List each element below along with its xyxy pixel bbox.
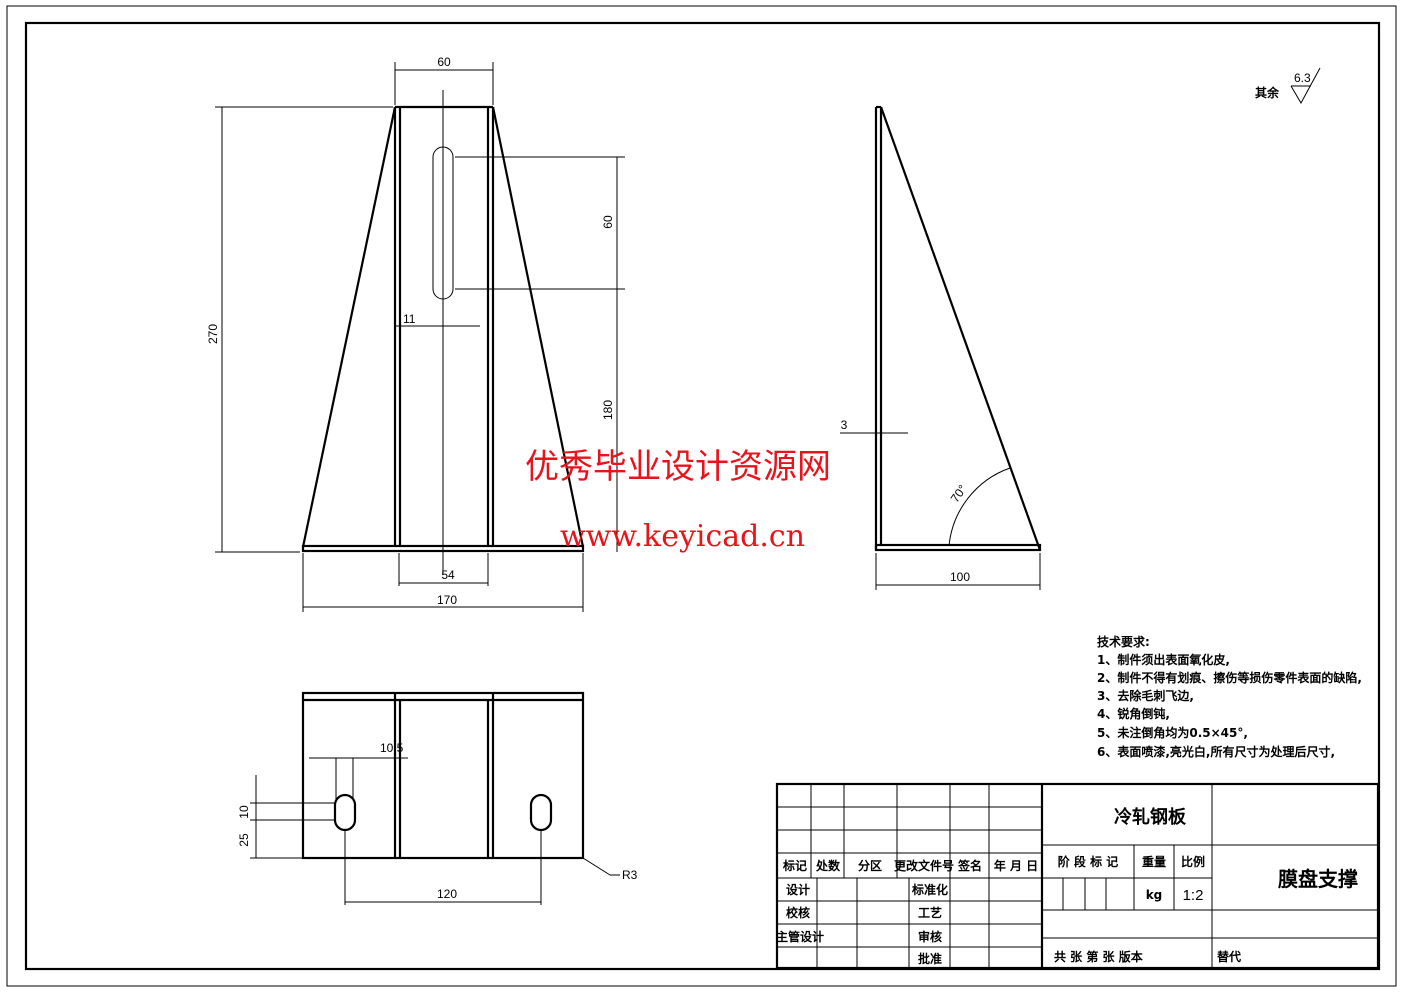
dim-slot-offset: 25: [237, 833, 251, 847]
svg-text:2、制件不得有划痕、擦伤等损伤零件表面的缺陷,: 2、制件不得有划痕、擦伤等损伤零件表面的缺陷,: [1097, 670, 1362, 685]
svg-text:1、制件须出表面氧化皮,: 1、制件须出表面氧化皮,: [1097, 652, 1230, 667]
roughness-symbol: 其余 6.3: [1255, 67, 1321, 105]
drawing-frame: [24, 21, 1381, 971]
dim-slot-spacing: 120: [437, 887, 457, 901]
svg-text:签名: 签名: [957, 858, 982, 873]
front-view: 60 270 60 180 11 54 170: [206, 55, 625, 612]
svg-text:5、未注倒角均为0.5×45°,: 5、未注倒角均为0.5×45°,: [1097, 725, 1248, 740]
dim-slot-width: 11: [403, 312, 416, 326]
dim-height: 270: [206, 324, 220, 344]
bottom-view: 10.5 10 25 120 R3: [237, 691, 638, 905]
svg-text:3、去除毛刺飞边,: 3、去除毛刺飞边,: [1097, 688, 1194, 703]
part-name: 膜盘支撑: [1277, 867, 1358, 891]
title-block: 标记 处数 分区 更改文件号 签名 年 月 日 设计 校核 主管设计 标准化 工…: [775, 782, 1380, 970]
svg-text:标记: 标记: [782, 858, 807, 873]
dim-top-width: 60: [437, 55, 451, 69]
svg-text:处数: 处数: [815, 858, 841, 873]
dim-slot-length: 60: [601, 215, 615, 229]
svg-text:重量: 重量: [1142, 854, 1166, 869]
slot-left: [333, 793, 357, 832]
slot: [432, 146, 454, 300]
svg-text:年 月 日: 年 月 日: [994, 858, 1038, 873]
svg-text:其余: 其余: [1255, 85, 1280, 100]
svg-text:分区: 分区: [858, 858, 882, 873]
svg-text:6.3: 6.3: [1294, 71, 1311, 85]
dim-base-length: 100: [950, 570, 970, 584]
svg-text:阶 段 标 记: 阶 段 标 记: [1058, 854, 1119, 869]
scale: 1:2: [1183, 887, 1204, 904]
slot-right: [529, 793, 553, 832]
dim-thickness: 3: [841, 418, 848, 432]
dim-angle: 70°: [948, 482, 970, 505]
dim-corner-radius: R3: [622, 868, 638, 882]
svg-text:标准化: 标准化: [911, 882, 948, 897]
svg-text:共 张 第 张 版本: 共 张 第 张 版本: [1054, 949, 1143, 964]
watermark-url: www.keyicad.cn: [560, 519, 805, 554]
side-view: 3 70° 100: [840, 105, 1042, 590]
dim-slot-width: 10.5: [380, 741, 404, 755]
svg-text:4、锐角倒钝,: 4、锐角倒钝,: [1097, 706, 1170, 721]
svg-text:校核: 校核: [786, 905, 810, 920]
svg-text:更改文件号: 更改文件号: [894, 858, 954, 873]
svg-text:设计: 设计: [786, 882, 810, 897]
svg-text:比例: 比例: [1181, 854, 1205, 869]
svg-text:6、表面喷漆,亮光白,所有尺寸为处理后尺寸,: 6、表面喷漆,亮光白,所有尺寸为处理后尺寸,: [1097, 744, 1335, 759]
svg-text:工艺: 工艺: [918, 905, 942, 920]
dim-slot-to-base: 180: [601, 400, 615, 420]
svg-text:批准: 批准: [918, 951, 942, 966]
dim-slot-length: 10: [237, 805, 251, 819]
watermark-title: 优秀毕业设计资源网: [525, 447, 831, 487]
svg-text:技术要求:: 技术要求:: [1097, 634, 1150, 649]
dim-base-width: 170: [437, 593, 457, 607]
material: 冷轧钢板: [1114, 806, 1187, 828]
svg-text:审核: 审核: [918, 929, 942, 944]
tech-requirements: 技术要求: 1、制件须出表面氧化皮, 2、制件不得有划痕、擦伤等损伤零件表面的缺…: [1097, 634, 1362, 759]
svg-text:替代: 替代: [1217, 949, 1241, 964]
svg-text:主管设计: 主管设计: [776, 929, 824, 944]
dim-inner-width: 54: [441, 568, 455, 582]
outer-border: [6, 5, 1397, 987]
svg-text:kg: kg: [1146, 888, 1163, 902]
